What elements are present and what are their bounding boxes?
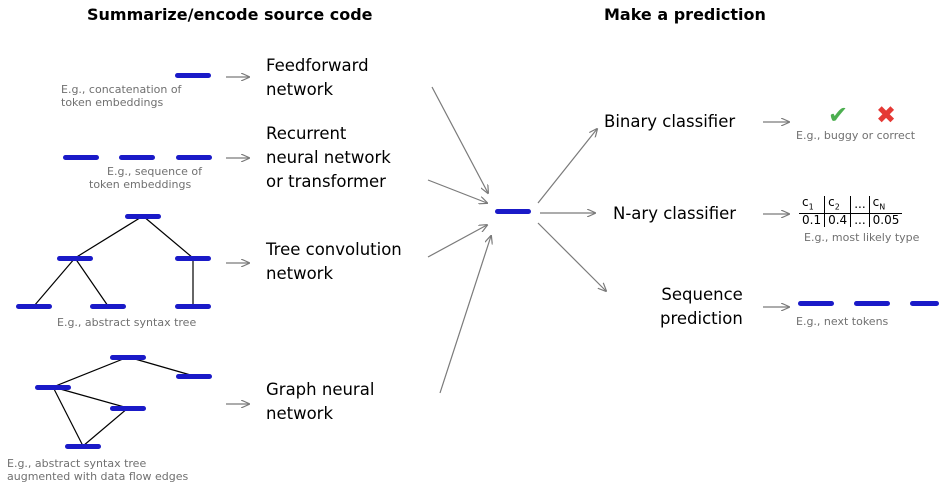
flow-arrows xyxy=(427,86,606,394)
graph-note: E.g., abstract syntax tree augmented wit… xyxy=(7,457,189,483)
embedding-next-2 xyxy=(854,301,890,306)
tree-edges xyxy=(33,215,194,307)
graph-node-b xyxy=(176,374,212,379)
recurrent-note: E.g., sequence of token embeddings xyxy=(89,165,203,191)
recurrent-label: Recurrent neural network or transformer xyxy=(266,124,391,191)
heading-predict: Make a prediction xyxy=(604,5,766,24)
graph-edges xyxy=(52,356,195,447)
nary-note: E.g., most likely type xyxy=(804,231,920,244)
class-probability: ... xyxy=(850,213,870,228)
tree-node-root xyxy=(125,214,161,219)
tree-node-rr xyxy=(175,304,211,309)
embedding-seq-1 xyxy=(63,155,99,160)
tree-conv-label: Tree convolution network xyxy=(266,240,402,283)
graph-node-d xyxy=(110,406,146,411)
embeddings xyxy=(16,73,939,449)
type-probability-table: c1 c2 ... cN 0.1 0.4 ... 0.05 xyxy=(799,196,903,228)
check-icon: ✔ xyxy=(828,101,849,129)
embedding-next-3 xyxy=(910,301,939,306)
sequence-note: E.g., next tokens xyxy=(796,315,889,328)
class-header: c1 xyxy=(799,196,825,215)
class-header: c2 xyxy=(824,196,851,215)
sequence-prediction-label: Sequence prediction xyxy=(660,285,743,328)
class-probability: 0.1 xyxy=(802,213,822,228)
tree-node-ll xyxy=(16,304,52,309)
feedforward-note: E.g., concatenation of token embeddings xyxy=(61,83,182,109)
graph-node-e xyxy=(65,444,101,449)
embedding-next-1 xyxy=(798,301,834,306)
embedding-seq-3 xyxy=(176,155,212,160)
tree-note: E.g., abstract syntax tree xyxy=(57,316,197,329)
embedding-ff xyxy=(175,73,211,78)
class-header: cN xyxy=(868,196,903,215)
heading-encode: Summarize/encode source code xyxy=(87,5,373,24)
class-header: ... xyxy=(850,196,870,215)
arrow-right-icon xyxy=(226,77,789,404)
class-probability: 0.4 xyxy=(824,213,851,228)
embedding-seq-2 xyxy=(119,155,155,160)
tree-node-left xyxy=(57,256,93,261)
binary-note: E.g., buggy or correct xyxy=(796,129,916,142)
graph-nn-label: Graph neural network xyxy=(266,380,375,423)
binary-classifier-label: Binary classifier xyxy=(604,112,736,131)
feedforward-label: Feedforward network xyxy=(266,56,369,99)
graph-node-a xyxy=(110,355,146,360)
nary-classifier-label: N-ary classifier xyxy=(613,204,737,223)
class-probability: 0.05 xyxy=(868,213,903,228)
graph-node-c xyxy=(35,385,71,390)
tree-node-lr xyxy=(90,304,126,309)
cross-icon: ✖ xyxy=(876,101,897,129)
tree-node-right xyxy=(175,256,211,261)
embedding-center xyxy=(495,209,531,214)
